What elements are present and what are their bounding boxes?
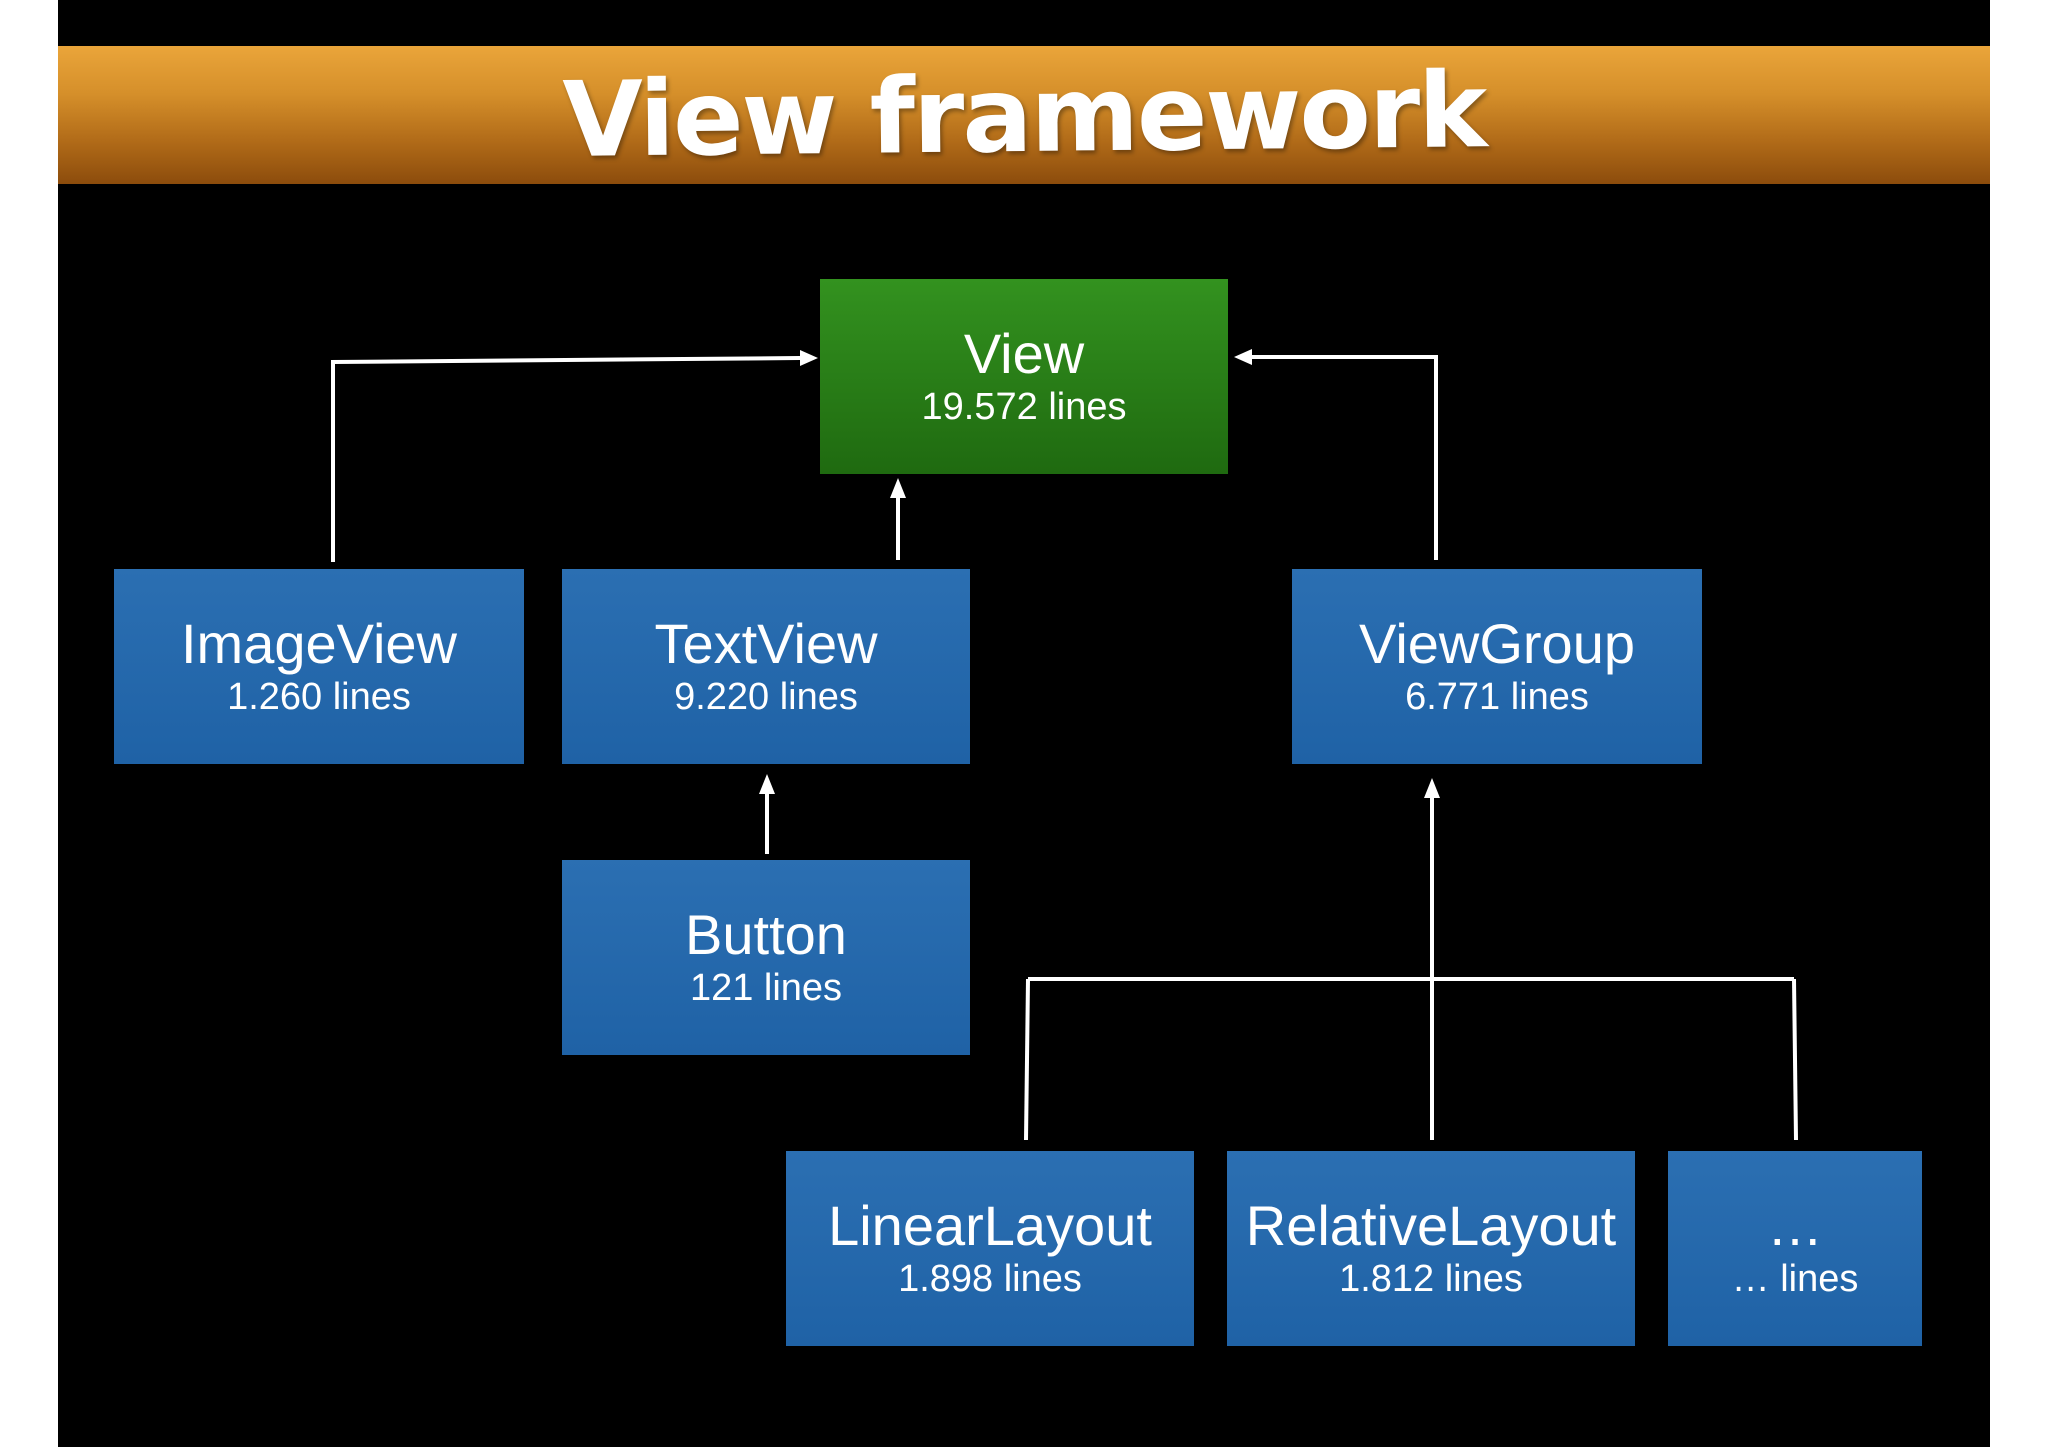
viewgroup-to-view-arrow (1250, 355, 1438, 560)
button-line-count: 121 lines (689, 966, 843, 1009)
viewgroup-class-name: ViewGroup (1358, 611, 1635, 675)
imageview-to-view-arrow (331, 356, 801, 562)
layouts-to-viewgroup-arrowhead (1424, 778, 1440, 798)
imageview-to-view-arrowhead (800, 350, 818, 366)
imageview-class-name: ImageView (180, 611, 457, 675)
title-bar: View framework (58, 46, 1990, 184)
linearlayout-class-box: LinearLayout 1.898 lines (786, 1151, 1194, 1346)
viewgroup-to-view-arrowhead (1234, 349, 1252, 365)
textview-to-view-arrowhead (890, 478, 906, 498)
relativelayout-class-name: RelativeLayout (1245, 1193, 1617, 1257)
view-class-name: View (963, 321, 1085, 385)
textview-class-name: TextView (654, 611, 878, 675)
button-class-box: Button 121 lines (562, 860, 970, 1055)
more-class-name: … (1767, 1193, 1823, 1257)
slide: View framework View 19.572 lines ImageVi (58, 0, 1990, 1447)
linearlayout-branch (1024, 978, 1030, 1141)
view-line-count: 19.572 lines (921, 385, 1127, 428)
more-line-count: … lines (1731, 1257, 1859, 1300)
viewgroup-class-box: ViewGroup 6.771 lines (1292, 569, 1702, 764)
button-to-textview-arrowhead (759, 774, 775, 794)
viewgroup-line-count: 6.771 lines (1405, 675, 1589, 718)
imageview-line-count: 1.260 lines (227, 675, 411, 718)
textview-line-count: 9.220 lines (674, 675, 858, 718)
relativelayout-line-count: 1.812 lines (1339, 1257, 1523, 1300)
linearlayout-line-count: 1.898 lines (898, 1257, 1082, 1300)
relativelayout-class-box: RelativeLayout 1.812 lines (1227, 1151, 1635, 1346)
connectors (331, 349, 1798, 1141)
button-class-name: Button (685, 902, 847, 966)
imageview-class-box: ImageView 1.260 lines (114, 569, 524, 764)
textview-class-box: TextView 9.220 lines (562, 569, 970, 764)
view-class-box: View 19.572 lines (820, 279, 1228, 474)
linearlayout-class-name: LinearLayout (828, 1193, 1152, 1257)
more-class-box: … … lines (1668, 1151, 1922, 1346)
more-branch (1792, 978, 1798, 1141)
